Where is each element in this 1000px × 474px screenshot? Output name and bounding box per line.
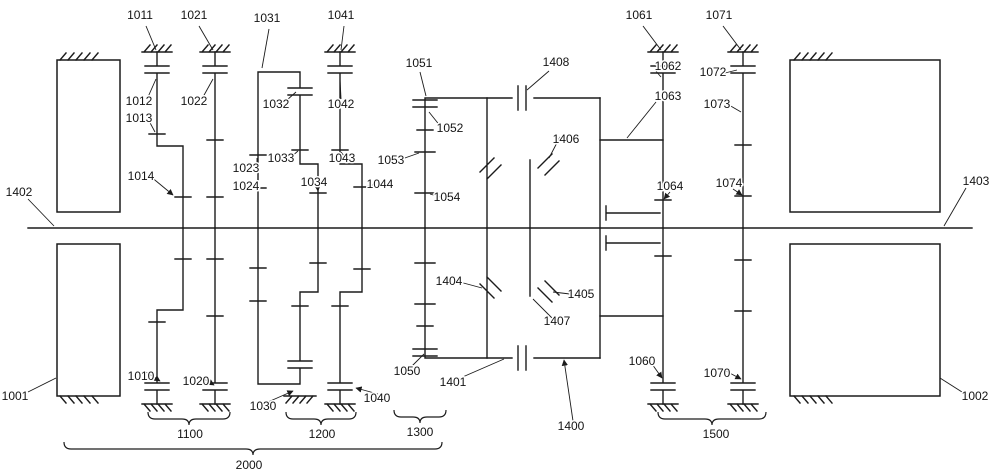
label-1001: 1001 [2,389,29,403]
group-leader-lines [27,25,967,422]
label-1407: 1407 [544,314,571,328]
bottom-ground-hatch-icon [283,395,317,404]
label-1031: 1031 [254,11,281,25]
brace-2000 [63,441,443,456]
brace-1300 [393,409,447,424]
brace-1500 [657,411,767,426]
label-1052: 1052 [437,121,464,135]
label-1072: 1072 [700,65,727,79]
label-1033: 1033 [268,151,295,165]
label-1063: 1063 [655,89,682,103]
label-1060: 1060 [629,354,656,368]
clutch-column-2 [202,51,228,229]
label-1061: 1061 [626,8,653,22]
label-1200: 1200 [309,427,336,441]
label-1023: 1023 [233,161,260,175]
clutch-column-7 [730,51,756,229]
label-1064: 1064 [657,179,684,193]
label-1050: 1050 [394,364,421,378]
group-reference-numerals: 1011 1021 1031 1041 1061 1071 1051 1408 … [0,7,991,474]
label-1053: 1053 [378,153,405,167]
label-1034: 1034 [301,175,328,189]
differential-box [479,97,601,229]
label-1014: 1014 [128,169,155,183]
label-1100: 1100 [177,427,203,441]
label-1500: 1500 [703,427,730,441]
label-1002: 1002 [962,389,989,403]
label-1044: 1044 [367,177,394,191]
label-1022: 1022 [181,94,208,108]
label-1074: 1074 [716,176,743,190]
clutch-column-1 [144,51,192,229]
label-1070: 1070 [704,366,731,380]
label-1405: 1405 [568,287,595,301]
label-1013: 1013 [126,111,153,125]
right-connecting-lines [599,139,664,221]
label-1062: 1062 [655,59,682,73]
label-1404: 1404 [436,274,463,288]
label-1402: 1402 [6,185,33,199]
label-1042: 1042 [328,97,355,111]
label-1030: 1030 [250,399,277,413]
label-1020: 1020 [183,374,210,388]
label-1408: 1408 [543,55,570,69]
label-1011: 1011 [127,8,153,22]
left-housing-block [56,59,121,213]
label-2000: 2000 [236,458,263,472]
group-braces [63,409,767,456]
label-1032: 1032 [263,97,290,111]
label-1054: 1054 [434,190,461,204]
label-1040: 1040 [364,391,391,405]
label-1071: 1071 [706,8,733,22]
label-1051: 1051 [406,56,433,70]
label-1010: 1010 [128,369,155,383]
label-1406: 1406 [553,132,580,146]
brace-1200 [285,411,357,426]
clutch-column-4 [327,51,371,229]
label-1403: 1403 [963,174,990,188]
label-1021: 1021 [181,8,208,22]
ground-hatch-icon [59,44,833,61]
input-shaft-column [412,85,601,229]
brace-1100 [147,411,231,426]
label-1073: 1073 [704,97,731,111]
label-1401: 1401 [440,375,467,389]
label-1400: 1400 [558,419,585,433]
label-1300: 1300 [407,425,434,439]
label-1041: 1041 [328,8,355,22]
clutch-column-6 [650,51,676,229]
label-1024: 1024 [233,179,260,193]
right-housing-block [789,59,941,213]
label-1012: 1012 [126,94,153,108]
linework-top-half [56,44,941,229]
label-1043: 1043 [329,151,356,165]
clutch-column-3 [249,71,327,229]
